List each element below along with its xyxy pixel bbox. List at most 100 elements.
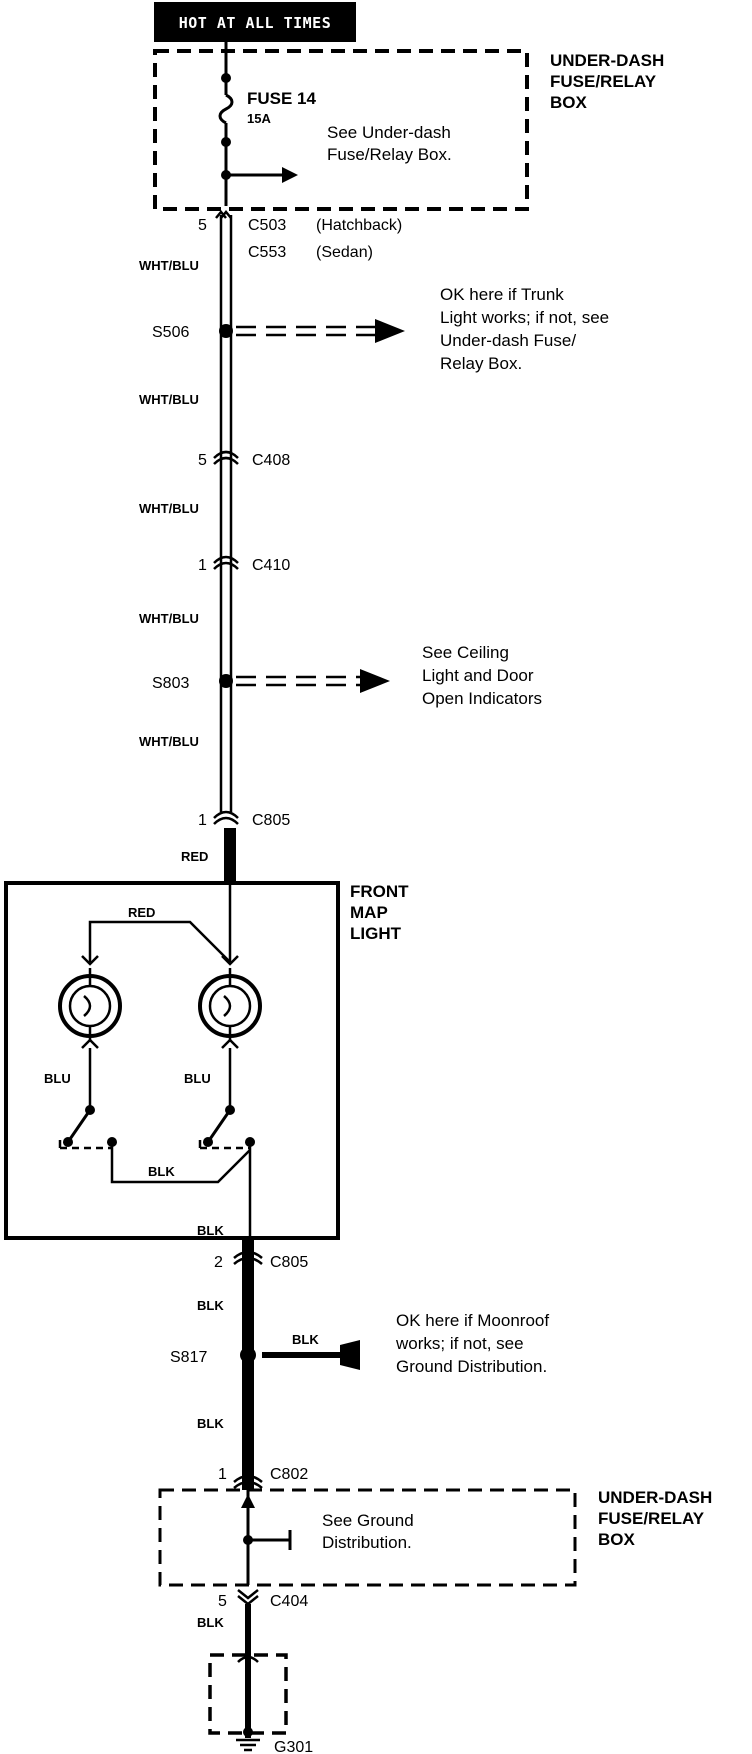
c404-pin: 5 [218,1593,227,1610]
splice-dot-icon [240,1347,256,1363]
arrow-icon [375,319,405,343]
map-light-title-line1: FRONT [350,882,409,901]
connector-icon [213,810,239,825]
wire-label-seg1: WHT/BLU [139,258,199,273]
top-box-title-line1: UNDER-DASH [550,51,664,70]
bottom-box-title-line1: UNDER-DASH [598,1488,712,1507]
ground-g301: G301 [208,1653,313,1754]
ground-icon [236,1738,260,1752]
c553-variant: (Sedan) [316,244,373,261]
wire-label-blk4: BLK [197,1615,224,1630]
s506-note-line2: Light works; if not, see [440,308,609,327]
s506-name: S506 [152,324,189,341]
connector-c805-bottom: 2 C805 [214,1250,308,1271]
connector-c805-top: 1 C805 [198,810,290,829]
s506-note-line1: OK here if Trunk [440,285,564,304]
bottom-fuse-relay-box: UNDER-DASH FUSE/RELAY BOX See Ground Dis… [158,1488,712,1587]
arrow-icon [340,1340,360,1370]
fuse-icon [218,93,234,125]
wht-blu-wire [219,215,233,812]
splice-s506: S506 OK here if Trunk Light works; if no… [152,285,609,373]
c553-name: C553 [248,244,286,261]
right-bulb-icon [198,955,262,1049]
wire-label-seg5: WHT/BLU [139,734,199,749]
s803-note-line1: See Ceiling [422,643,509,662]
c802-name: C802 [270,1466,308,1483]
left-switch-icon [58,1105,117,1150]
arrow-icon [241,1494,255,1508]
wire-label-seg4: WHT/BLU [139,611,199,626]
map-light-blu-right: BLU [184,1071,211,1086]
s817-note-line1: OK here if Moonroof [396,1311,549,1330]
top-box-note-line2: Fuse/Relay Box. [327,145,452,164]
power-source-tag: HOT AT ALL TIMES [154,2,356,42]
connector-c404: 5 C404 [218,1589,308,1610]
connector-c802: 1 C802 [218,1466,308,1489]
splice-dot-icon [219,324,233,338]
map-light-blu-left: BLU [44,1071,71,1086]
connector-icon [233,1250,263,1265]
connector-icon [233,1474,263,1489]
c805-top-pin: 1 [198,812,207,829]
c410-name: C410 [252,557,290,574]
bottom-box-title-line3: BOX [598,1530,636,1549]
left-bulb-icon [58,955,122,1049]
c408-name: C408 [252,452,290,469]
wire-label-blk1: BLK [197,1223,224,1238]
splice-s817: BLK S817 OK here if Moonroof works; if n… [170,1311,549,1376]
wire-label-seg2: WHT/BLU [139,392,199,407]
c503-name: C503 [248,217,286,234]
top-box-title-line3: BOX [550,93,588,112]
arrow-icon [282,167,298,183]
connector-icon [213,450,239,465]
fuse-name: FUSE 14 [247,89,317,108]
front-map-light-box: FRONT MAP LIGHT RED BLU BLU [4,881,409,1240]
c805-bottom-pin: 2 [214,1254,223,1271]
c404-name: C404 [270,1593,308,1610]
s817-note-line2: works; if not, see [395,1334,524,1353]
connector-c503: 5 C503 (Hatchback) C553 (Sedan) [198,210,402,261]
arrow-icon [360,669,390,693]
top-fuse-relay-box: UNDER-DASH FUSE/RELAY BOX FUSE 14 15A Se… [153,42,664,211]
bottom-box-title-line2: FUSE/RELAY [598,1509,705,1528]
wire-label-red-in: RED [181,849,208,864]
connector-icon [213,555,239,570]
s817-branch-wire: BLK [292,1332,319,1347]
connector-icon [215,210,232,219]
s803-name: S803 [152,675,189,692]
c805-top-name: C805 [252,812,290,829]
s817-note-line3: Ground Distribution. [396,1357,547,1376]
map-light-blk-label: BLK [148,1164,175,1179]
map-light-red-label: RED [128,905,155,920]
connector-icon [237,1589,259,1606]
map-light-title-line2: MAP [350,903,388,922]
s506-note-line4: Relay Box. [440,354,522,373]
bottom-box-note-line1: See Ground [322,1511,414,1530]
splice-dot-icon [219,674,233,688]
top-box-title-line2: FUSE/RELAY [550,72,657,91]
connector-c408: 5 C408 [198,450,290,469]
top-box-note-line1: See Under-dash [327,123,451,142]
map-light-title-line3: LIGHT [350,924,402,943]
c410-pin: 1 [198,557,207,574]
power-source-label: HOT AT ALL TIMES [179,14,332,32]
connector-c410: 1 C410 [198,555,290,574]
fuse-rating: 15A [247,111,271,126]
c503-variant: (Hatchback) [316,217,402,234]
c802-pin: 1 [218,1466,227,1483]
ground-name: G301 [274,1739,313,1754]
c503-pin: 5 [198,217,207,234]
wire-label-seg3: WHT/BLU [139,501,199,516]
s506-note-line3: Under-dash Fuse/ [440,331,576,350]
s803-note-line3: Open Indicators [422,689,542,708]
splice-s803: S803 See Ceiling Light and Door Open Ind… [152,643,542,708]
bottom-box-note-line2: Distribution. [322,1533,412,1552]
c805-bottom-name: C805 [270,1254,308,1271]
s803-note-line2: Light and Door [422,666,534,685]
wire-label-blk2: BLK [197,1298,224,1313]
right-switch-icon [198,1105,255,1150]
wire-label-blk3: BLK [197,1416,224,1431]
c408-pin: 5 [198,452,207,469]
s817-name: S817 [170,1349,207,1366]
